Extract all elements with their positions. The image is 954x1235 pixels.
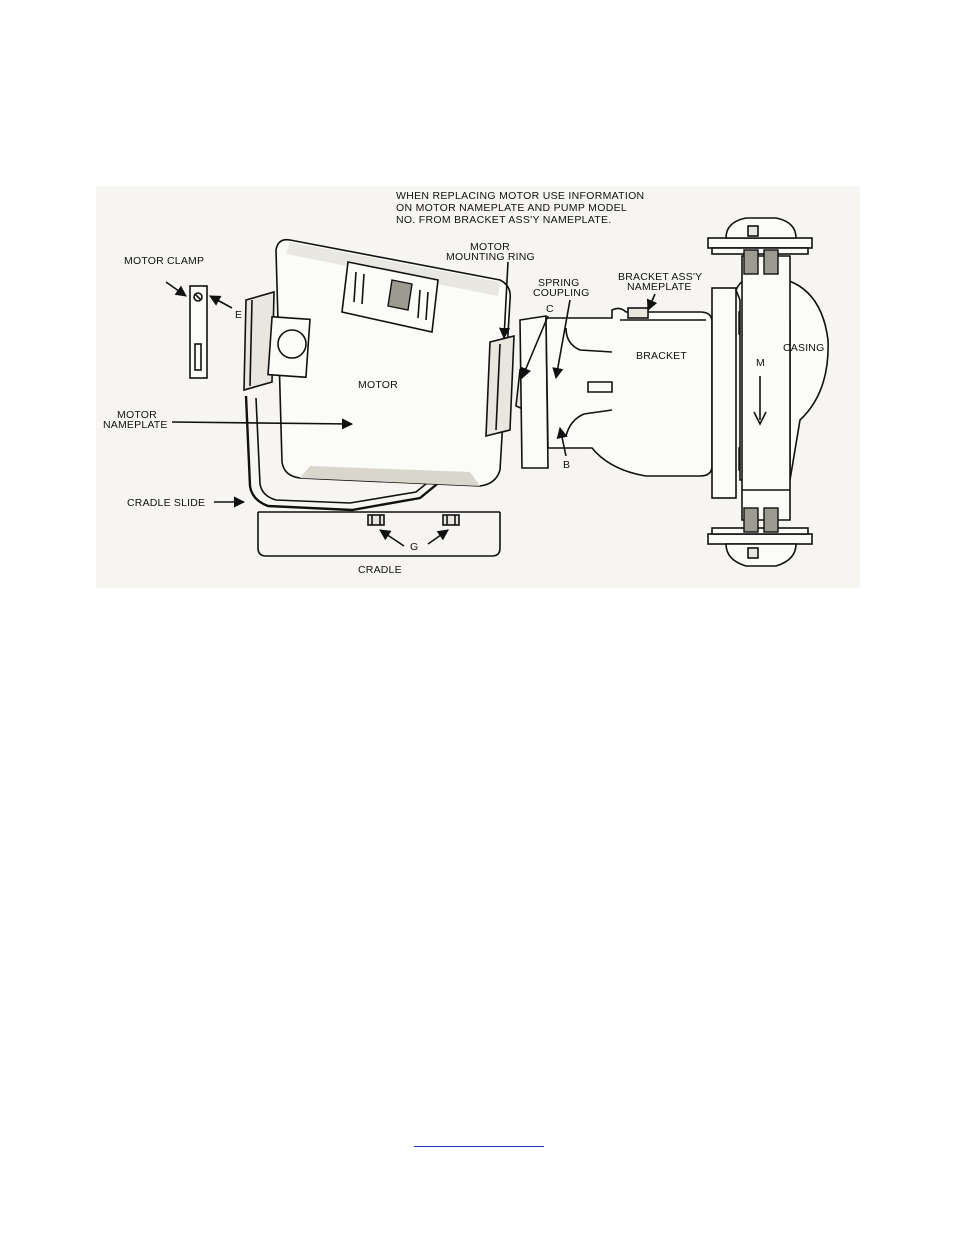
replacement-note: WHEN REPLACING MOTOR USE INFORMATION ON … xyxy=(396,190,644,226)
cradle-bolt-left xyxy=(368,515,384,525)
label-bracket: BRACKET xyxy=(636,350,687,362)
label-e: E xyxy=(235,309,242,321)
label-motor: MOTOR xyxy=(358,379,398,391)
label-bracket-nameplate-2: NAMEPLATE xyxy=(627,281,692,293)
label-cradle-slide: CRADLE SLIDE xyxy=(127,497,205,509)
label-flow-mark: M xyxy=(756,357,765,369)
label-cradle: CRADLE xyxy=(358,564,402,576)
label-g: G xyxy=(410,541,418,553)
label-motor-clamp: MOTOR CLAMP xyxy=(124,255,204,267)
label-motor-mounting-ring-2: MOUNTING RING xyxy=(446,251,535,263)
note-line-2: ON MOTOR NAMEPLATE AND PUMP MODEL xyxy=(396,202,627,214)
label-casing: CASING xyxy=(783,342,824,354)
note-line-3: NO. FROM BRACKET ASS'Y NAMEPLATE. xyxy=(396,214,612,226)
footer-link[interactable] xyxy=(414,1132,544,1147)
label-b: B xyxy=(563,459,570,471)
label-motor-nameplate-2: NAMEPLATE xyxy=(103,419,168,431)
motor-clamp xyxy=(190,286,207,378)
label-spring-coupling-2: COUPLING xyxy=(533,287,589,299)
note-line-1: WHEN REPLACING MOTOR USE INFORMATION xyxy=(396,190,644,202)
motor xyxy=(244,240,514,486)
label-c: C xyxy=(546,303,554,315)
cradle-bolt-right xyxy=(443,515,459,525)
